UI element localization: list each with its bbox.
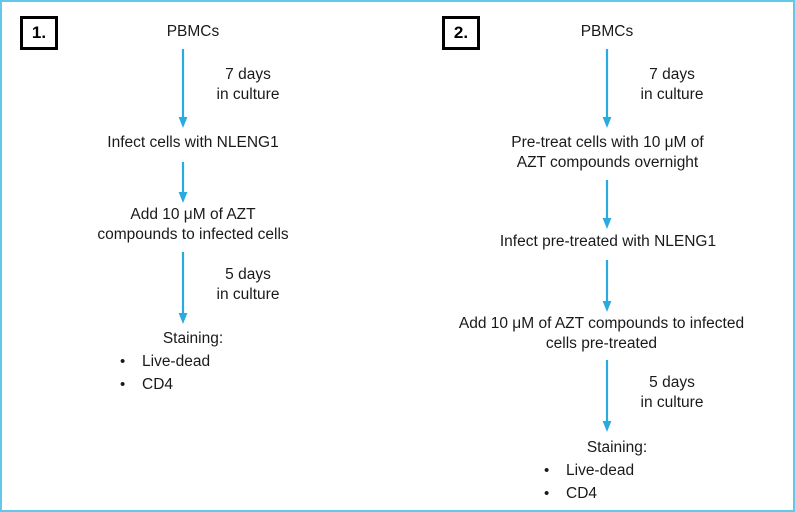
arrow-label-5-days-2: 5 days in culture <box>640 374 704 412</box>
staining-block-1: Staining: • Live-dead • CD4 <box>108 329 278 395</box>
staining-item-label: Live-dead <box>142 353 211 371</box>
arrow-label-7-days-2: 7 days in culture <box>640 66 704 104</box>
flow-arrow-2-1 <box>600 49 614 128</box>
flow-arrow-1-2 <box>176 162 190 203</box>
staining-list-1: • Live-dead • CD4 <box>108 352 278 395</box>
flow-arrow-2-4 <box>600 360 614 432</box>
node-add-azt-pre-treated-2: Add 10 μM of AZT compounds to infected c… <box>458 315 745 353</box>
list-item: • Live-dead <box>532 461 702 481</box>
bullet-icon: • <box>544 484 550 502</box>
panel-number-badge-2: 2. <box>442 16 480 50</box>
flow-arrow-2-2 <box>600 180 614 229</box>
list-item: • Live-dead <box>108 352 278 372</box>
flow-arrow-1-1 <box>176 49 190 128</box>
node-infect-cells-1: Infect cells with NLENG1 <box>107 134 279 151</box>
bullet-icon: • <box>544 462 550 480</box>
list-item: • CD4 <box>532 484 702 504</box>
node-pbmcs-1: PBMCs <box>166 23 220 40</box>
protocol-panel-2: 2. PBMCs 7 days in culture Pre-treat cel… <box>400 2 793 510</box>
staining-item-label: CD4 <box>142 375 174 393</box>
arrow-label-7-days-1: 7 days in culture <box>216 66 280 104</box>
staining-list-2: • Live-dead • CD4 <box>532 461 702 504</box>
node-pre-treat-cells-2: Pre-treat cells with 10 μM of AZT compou… <box>511 134 704 172</box>
staining-title-2: Staining: <box>586 439 648 456</box>
node-pbmcs-2: PBMCs <box>580 23 634 40</box>
protocol-panel-1: 1. PBMCs 7 days in culture Infect cells … <box>2 2 400 510</box>
staining-item-label: CD4 <box>566 484 598 502</box>
list-item: • CD4 <box>108 375 278 395</box>
arrow-label-5-days-1: 5 days in culture <box>216 266 280 304</box>
flow-arrow-2-3 <box>600 260 614 312</box>
node-infect-pre-treated-2: Infect pre-treated with NLENG1 <box>499 233 717 250</box>
bullet-icon: • <box>120 375 126 393</box>
node-add-azt-1: Add 10 μM of AZT compounds to infected c… <box>97 206 289 244</box>
staining-item-label: Live-dead <box>566 462 635 480</box>
bullet-icon: • <box>120 353 126 371</box>
staining-block-2: Staining: • Live-dead • CD4 <box>532 438 702 504</box>
flow-arrow-1-3 <box>176 252 190 324</box>
staining-title-1: Staining: <box>162 330 224 347</box>
panel-number-badge-1: 1. <box>20 16 58 50</box>
